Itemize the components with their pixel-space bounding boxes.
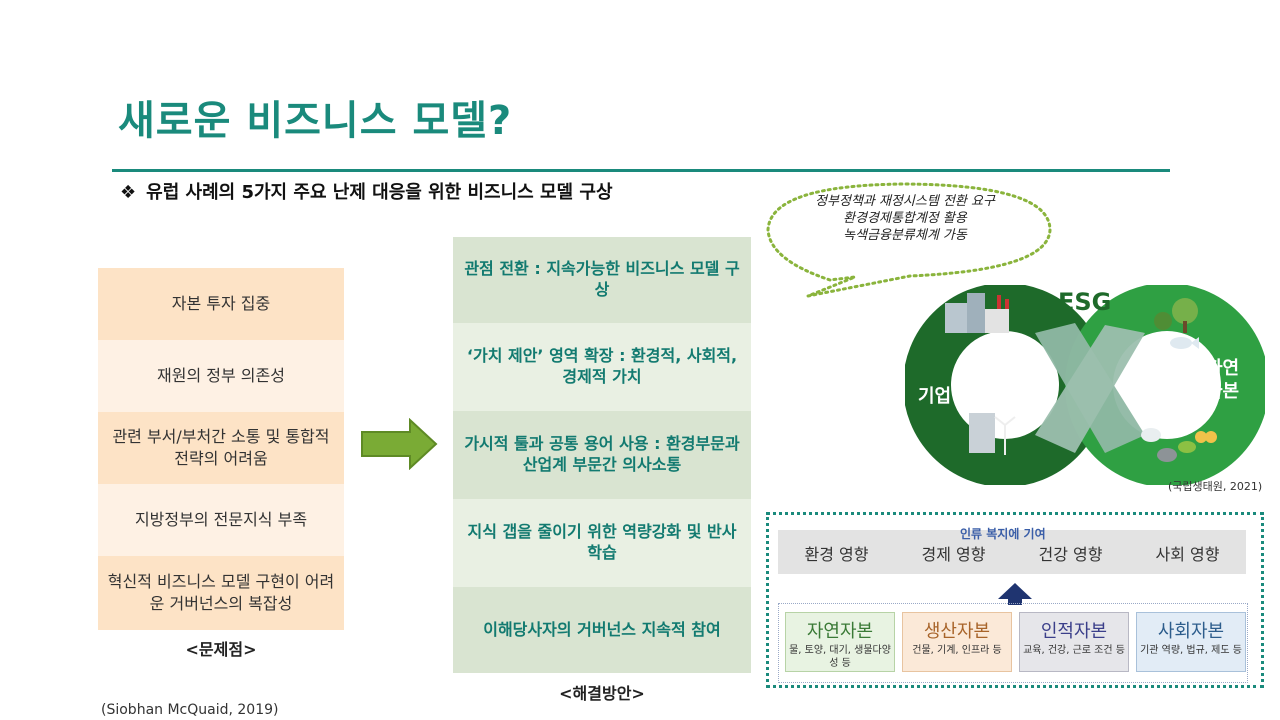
impact-title: 인류 복지에 기여 [960, 525, 1046, 542]
bubble-line: 녹색금융분류체계 가동 [780, 228, 1030, 245]
impact-item: 환경 영향 [778, 541, 895, 565]
capital-name: 인적자본 [1020, 617, 1128, 643]
citation-left: (Siobhan McQuaid, 2019) [101, 702, 278, 718]
capital-desc: 교육, 건강, 근로 조건 등 [1020, 645, 1128, 658]
solution-item: 가시적 툴과 공통 용어 사용 : 환경부문과 산업계 부문간 의사소통 [453, 411, 751, 499]
problems-list: 자본 투자 집중 재원의 정부 의존성 관련 부서/부처간 소통 및 통합적 전… [98, 268, 344, 630]
enterprise-label: 기업 [918, 382, 951, 408]
solutions-label: <해결방안> [453, 680, 751, 704]
subtitle: ❖ 유럽 사례의 5가지 주요 난제 대응을 위한 비즈니스 모델 구상 [120, 178, 613, 204]
impact-item: 사회 영향 [1129, 541, 1246, 565]
citation-right: (국립생태원, 2021) [1168, 478, 1262, 494]
problem-item: 관련 부서/부처간 소통 및 통합적 전략의 어려움 [98, 412, 344, 484]
impact-item: 경제 영향 [895, 541, 1012, 565]
capital-name: 자연자본 [786, 617, 894, 643]
diamond-bullet-icon: ❖ [120, 182, 136, 203]
capital-card: 생산자본 건물, 기계, 인프라 등 [902, 612, 1012, 672]
capital-name: 사회자본 [1137, 617, 1245, 643]
capital-desc: 기관 역량, 법규, 제도 등 [1137, 645, 1245, 658]
natural-capital-label: 자연 자본 [1206, 358, 1239, 403]
esg-label: ESG [1058, 288, 1111, 316]
up-arrow-icon [998, 583, 1032, 605]
rock-icon [1157, 448, 1177, 462]
capital-name: 생산자본 [903, 617, 1011, 643]
problem-item: 재원의 정부 의존성 [98, 340, 344, 412]
frog-icon [1178, 441, 1196, 453]
solution-item: 이해당사자의 거버넌스 지속적 참여 [453, 587, 751, 673]
problem-item: 자본 투자 집중 [98, 268, 344, 340]
problem-item: 혁신적 비즈니스 모델 구현이 어려운 거버넌스의 복잡성 [98, 556, 344, 630]
bubble-line: 정부정책과 재정시스템 전환 요구 [780, 194, 1030, 211]
capital-desc: 물, 토양, 대기, 생물다양성 등 [786, 645, 894, 670]
right-arrow-icon [360, 418, 440, 470]
bubble-text: 정부정책과 재정시스템 전환 요구 환경경제통합계정 활용 녹색금융분류체계 가… [780, 194, 1030, 245]
fish-icon [1170, 337, 1199, 349]
capital-card: 자연자본 물, 토양, 대기, 생물다양성 등 [785, 612, 895, 672]
bubble-line: 환경경제통합계정 활용 [780, 211, 1030, 228]
capital-card: 인적자본 교육, 건강, 근로 조건 등 [1019, 612, 1129, 672]
impact-item: 건강 영향 [1012, 541, 1129, 565]
solutions-list: 관점 전환 : 지속가능한 비즈니스 모델 구상 ‘가치 제안’ 영역 확장 :… [453, 237, 751, 673]
problems-label: <문제점> [98, 636, 344, 660]
bird-icon [1141, 428, 1161, 442]
capital-desc: 건물, 기계, 인프라 등 [903, 645, 1011, 658]
solution-item: ‘가치 제안’ 영역 확장 : 환경적, 사회적, 경제적 가치 [453, 323, 751, 411]
solution-item: 지식 갭을 줄이기 위한 역량강화 및 반사 학습 [453, 499, 751, 587]
capital-card: 사회자본 기관 역량, 법규, 제도 등 [1136, 612, 1246, 672]
natural-capital-line: 자본 [1206, 381, 1239, 404]
page-title: 새로운 비즈니스 모델? [118, 88, 512, 146]
solution-item: 관점 전환 : 지속가능한 비즈니스 모델 구상 [453, 237, 751, 323]
subtitle-text: 유럽 사례의 5가지 주요 난제 대응을 위한 비즈니스 모델 구상 [146, 182, 612, 203]
natural-capital-line: 자연 [1206, 358, 1239, 381]
problem-item: 지방정부의 전문지식 부족 [98, 484, 344, 556]
title-divider [112, 169, 1170, 172]
